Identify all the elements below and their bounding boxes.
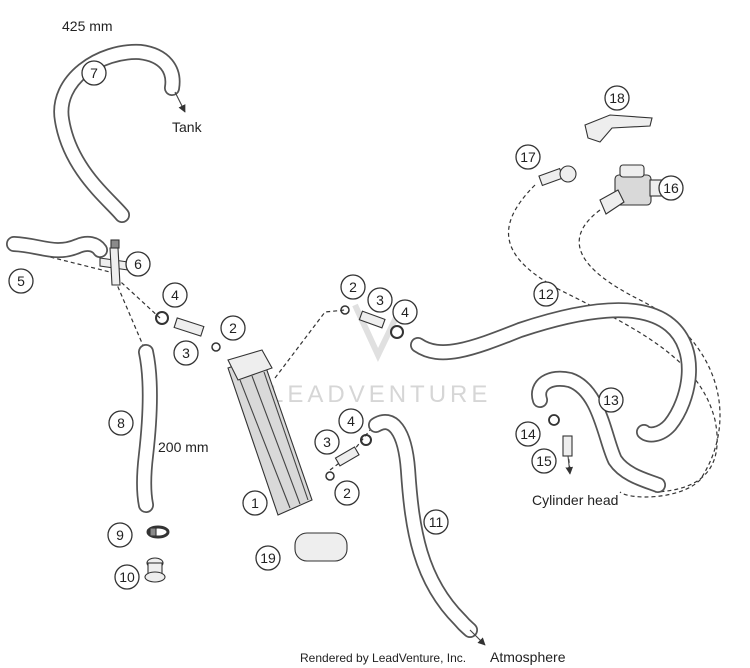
- hose-7: [53, 43, 186, 223]
- callout-1: 1: [242, 490, 268, 516]
- callout-10: 10: [114, 564, 140, 590]
- svg-text:16: 16: [663, 180, 679, 196]
- connector-17: [538, 165, 577, 187]
- svg-text:5: 5: [17, 273, 25, 289]
- callout-9: 9: [107, 522, 133, 548]
- svg-text:8: 8: [117, 415, 125, 431]
- callout-15: 15: [531, 448, 557, 474]
- callout-2b: 2: [340, 274, 366, 300]
- callout-13: 13: [598, 387, 624, 413]
- callout-19: 19: [255, 545, 281, 571]
- hose-5: [6, 235, 108, 259]
- svg-text:3: 3: [323, 434, 331, 450]
- svg-text:7: 7: [90, 65, 98, 81]
- label-cylinder-head: Cylinder head: [532, 492, 618, 508]
- fittings-lower: [325, 434, 372, 481]
- svg-text:12: 12: [538, 286, 554, 302]
- svg-text:1: 1: [251, 495, 259, 511]
- fittings-left: [155, 311, 221, 352]
- svg-text:17: 17: [520, 149, 536, 165]
- watermark: LEADVENTURE: [270, 303, 491, 408]
- svg-text:15: 15: [536, 453, 552, 469]
- svg-text:9: 9: [116, 527, 124, 543]
- callout-16: 16: [658, 175, 684, 201]
- t-connector-6: [99, 239, 129, 286]
- svg-text:3: 3: [182, 345, 190, 361]
- svg-text:14: 14: [520, 426, 536, 442]
- fittings-upper: [340, 305, 404, 339]
- svg-text:19: 19: [260, 550, 276, 566]
- charcoal-canister-1: [227, 349, 313, 516]
- svg-text:18: 18: [609, 90, 625, 106]
- svg-text:2: 2: [349, 279, 357, 295]
- callout-7: 7: [81, 60, 107, 86]
- plug-10: [144, 557, 166, 583]
- svg-text:4: 4: [171, 287, 179, 303]
- credit-text: Rendered by LeadVenture, Inc.: [300, 651, 466, 665]
- hose-12: [410, 302, 697, 443]
- label-200mm: 200 mm: [158, 439, 209, 455]
- hose-13: [531, 370, 666, 493]
- callout-3c: 3: [314, 429, 340, 455]
- svg-text:2: 2: [343, 485, 351, 501]
- svg-text:11: 11: [429, 514, 444, 530]
- callout-2a: 2: [220, 315, 246, 341]
- callout-11: 11: [423, 509, 449, 535]
- callout-18: 18: [604, 85, 630, 111]
- fitting-15: [562, 435, 574, 475]
- callout-4b: 4: [392, 299, 418, 325]
- callout-3a: 3: [173, 340, 199, 366]
- svg-text:10: 10: [119, 569, 135, 585]
- callout-14: 14: [515, 421, 541, 447]
- callout-5: 5: [8, 268, 34, 294]
- valve-16: [599, 164, 663, 215]
- hose-11: [368, 414, 486, 646]
- callouts: 1 2 2 2 3 3 3 4 4 4 5 6 7 8 9 10 11 12 1…: [8, 60, 684, 590]
- hose-8: [136, 344, 158, 513]
- label-atmosphere: Atmosphere: [490, 649, 566, 665]
- label-425mm: 425 mm: [62, 18, 113, 34]
- callout-4c: 4: [338, 408, 364, 434]
- watermark-text: LEADVENTURE: [270, 381, 491, 408]
- svg-text:13: 13: [603, 392, 619, 408]
- svg-text:2: 2: [229, 320, 237, 336]
- svg-text:3: 3: [376, 292, 384, 308]
- label-tank: Tank: [172, 119, 203, 135]
- svg-text:4: 4: [401, 304, 409, 320]
- washer-14: [548, 414, 560, 426]
- bracket-18: [584, 114, 653, 143]
- svg-text:6: 6: [134, 256, 142, 272]
- callout-8: 8: [108, 410, 134, 436]
- callout-2c: 2: [334, 480, 360, 506]
- callout-3b: 3: [367, 287, 393, 313]
- callout-6: 6: [125, 251, 151, 277]
- callout-12: 12: [533, 281, 559, 307]
- pad-19: [294, 532, 348, 562]
- svg-text:4: 4: [347, 413, 355, 429]
- callout-4a: 4: [162, 282, 188, 308]
- callout-17: 17: [515, 144, 541, 170]
- clamp-9: [146, 525, 170, 539]
